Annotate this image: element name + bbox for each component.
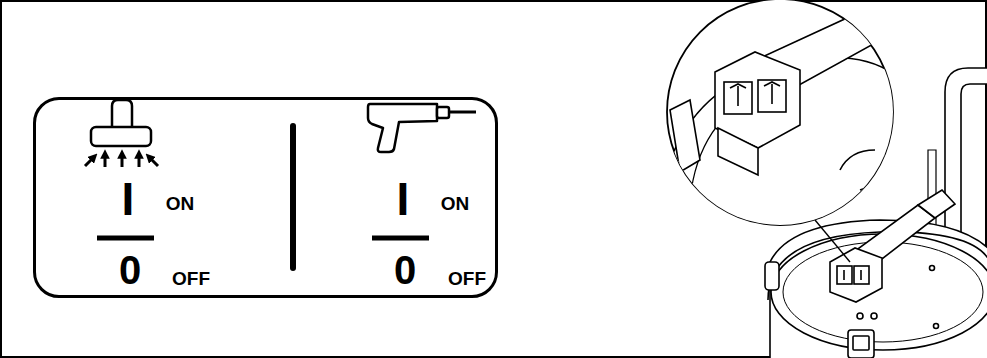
vacuum-icon <box>85 100 158 167</box>
on-symbol: I <box>122 176 135 222</box>
off-symbol: 0 <box>394 250 416 290</box>
on-label: ON <box>166 194 195 213</box>
magnified-view <box>660 0 900 240</box>
on-label: ON <box>441 194 470 213</box>
tool-icon <box>368 104 476 152</box>
off-label: OFF <box>448 269 486 288</box>
symbol-bar <box>372 236 429 241</box>
on-symbol: I <box>397 176 410 222</box>
switch-panel: I ON 0 OFF I ON 0 OFF <box>33 97 498 298</box>
symbol-bar <box>97 236 154 241</box>
off-symbol: 0 <box>119 250 141 290</box>
off-label: OFF <box>172 269 210 288</box>
divider <box>290 126 296 268</box>
